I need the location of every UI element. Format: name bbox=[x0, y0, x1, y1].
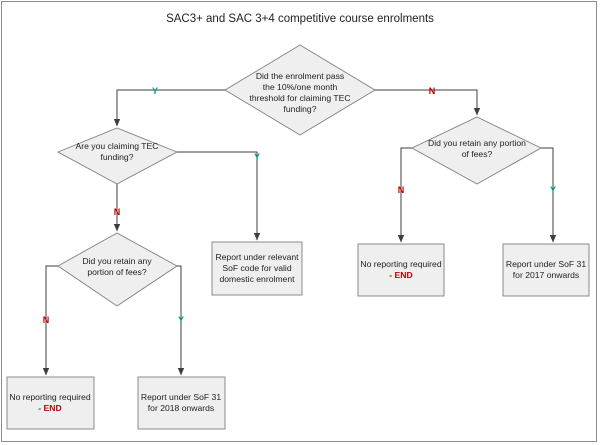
connector-arrow bbox=[541, 147, 557, 243]
connector-arrow bbox=[397, 147, 412, 243]
process-box bbox=[137, 376, 226, 430]
edge-threshold-no: N bbox=[375, 86, 481, 116]
process-box bbox=[211, 241, 303, 296]
process-box bbox=[6, 376, 95, 430]
edge-retain-right-no: N bbox=[397, 147, 412, 243]
end-label: - END bbox=[389, 270, 412, 280]
node-text-line: for 2018 onwards bbox=[148, 403, 214, 413]
connector-arrow bbox=[113, 89, 225, 127]
node-text-line: SoF code for valid bbox=[222, 263, 291, 273]
node-text-line: the 10%/one month bbox=[263, 82, 338, 92]
node-text-line: Did you retain any portion bbox=[428, 138, 526, 148]
edge-retain-left-no: N bbox=[42, 265, 58, 376]
edge-label: Y bbox=[550, 185, 556, 195]
edge-claiming-yes: Y bbox=[177, 151, 261, 241]
edge-label: N bbox=[43, 315, 50, 325]
decision-diamond bbox=[411, 116, 542, 185]
node-r-no-reporting-right: No reporting required- END bbox=[357, 243, 445, 297]
edge-label: N bbox=[429, 86, 436, 96]
node-text-line: of fees? bbox=[462, 149, 493, 159]
edge-claiming-no: N bbox=[114, 184, 121, 232]
node-text-line: No reporting required bbox=[9, 392, 90, 402]
node-text-line: Report under relevant bbox=[215, 252, 299, 262]
decision-diamond bbox=[224, 44, 376, 136]
node-text-line: threshold for claiming TEC bbox=[249, 93, 350, 103]
edge-label: N bbox=[398, 185, 405, 195]
node-text-line: Report under SoF 31 bbox=[506, 259, 586, 269]
process-box bbox=[502, 243, 590, 297]
edge-label: N bbox=[114, 207, 121, 217]
node-text-line: domestic enrolment bbox=[220, 274, 296, 284]
decision-diamond bbox=[57, 232, 178, 307]
node-text-line: No reporting required bbox=[360, 259, 441, 269]
connector-arrow bbox=[42, 265, 58, 376]
node-r-no-reporting-left: No reporting required- END bbox=[6, 376, 95, 430]
connector-arrow bbox=[375, 89, 481, 116]
node-text-line: funding? bbox=[284, 104, 317, 114]
node-text-line: Are you claiming TEC bbox=[76, 141, 159, 151]
node-text: No reporting required- END bbox=[360, 259, 441, 280]
node-text-line: Report under SoF 31 bbox=[141, 392, 221, 402]
node-text: No reporting required- END bbox=[9, 392, 90, 413]
node-text-line: for 2017 onwards bbox=[513, 270, 579, 280]
node-text-line: Did you retain any bbox=[82, 256, 152, 266]
node-text-line: portion of fees? bbox=[87, 267, 146, 277]
edge-retain-left-yes: Y bbox=[177, 265, 185, 376]
edge-threshold-yes: Y bbox=[113, 86, 225, 127]
edge-label: Y bbox=[178, 315, 184, 325]
node-text-line: Did the enrolment pass bbox=[256, 71, 344, 81]
process-box bbox=[357, 243, 445, 297]
connector-arrow bbox=[177, 151, 261, 241]
node-text-line: funding? bbox=[101, 152, 134, 162]
end-label: - END bbox=[38, 403, 61, 413]
edge-retain-right-yes: Y bbox=[541, 147, 557, 243]
connector-arrow bbox=[177, 265, 185, 376]
diagram-title: SAC3+ and SAC 3+4 competitive course enr… bbox=[166, 13, 434, 25]
edge-label: Y bbox=[152, 86, 158, 96]
edge-label: Y bbox=[254, 152, 260, 162]
